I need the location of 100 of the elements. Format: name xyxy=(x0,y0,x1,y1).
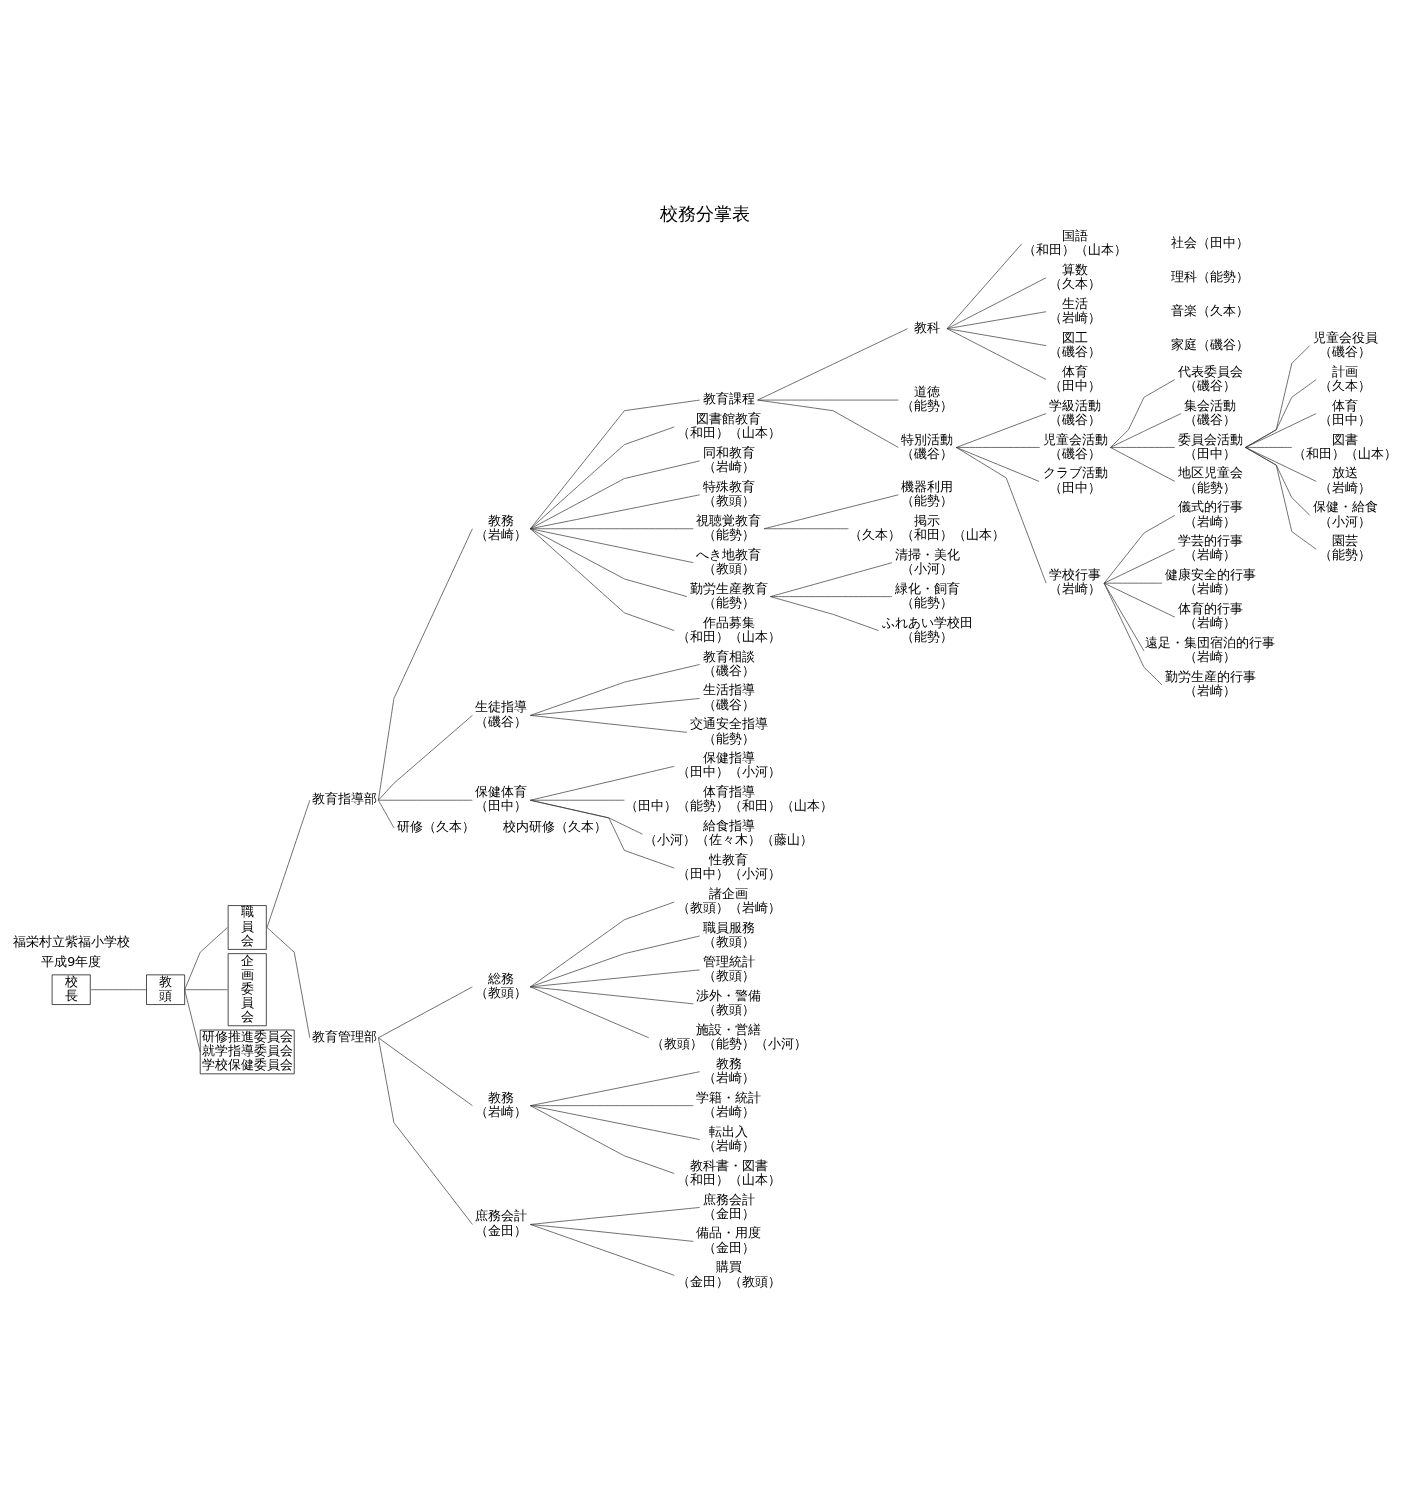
node-text: 教育指導部 xyxy=(311,791,377,807)
node-text: 学籍・統計（岩崎） xyxy=(696,1089,762,1119)
connector xyxy=(757,399,899,401)
connector xyxy=(530,1224,675,1276)
node-text: 図書館教育（和田）（山本） xyxy=(676,410,781,441)
node-text: 掲示（久本）（和田）（山本） xyxy=(849,512,1006,542)
connector xyxy=(770,596,879,631)
node-text: 儀式的行事（岩崎） xyxy=(1177,499,1243,529)
label: 福栄村立紫福小学校 xyxy=(12,934,130,950)
node-text: 庶務会計（金田） xyxy=(475,1208,528,1238)
connector xyxy=(1103,582,1176,618)
node-text: 園芸（能勢） xyxy=(1319,533,1372,563)
node-box: 研修推進委員会 就学指導委員会 学校保健委員会 xyxy=(199,1029,295,1075)
node-text: 道徳（能勢） xyxy=(901,384,954,414)
node-text: 教科書・図書（和田）（山本） xyxy=(676,1157,781,1187)
label: 社会（田中） xyxy=(1171,234,1250,250)
node-text: クラブ活動（田中） xyxy=(1042,465,1108,495)
connector xyxy=(946,328,1047,346)
connector xyxy=(955,447,1041,448)
connector xyxy=(530,1224,694,1242)
node-text: 職員服務（教頭） xyxy=(702,920,755,950)
node-text: 視聴覚教育（能勢） xyxy=(696,512,762,542)
connector xyxy=(266,799,311,928)
node-text: 図書（和田）（山本） xyxy=(1293,431,1398,461)
node-text: へき地教育（教頭） xyxy=(696,546,762,576)
node-text: 交通安全指導（能勢） xyxy=(689,716,768,746)
node-text: 教育課程 xyxy=(702,391,755,407)
connector xyxy=(184,927,228,991)
node-text: 計画（久本） xyxy=(1319,363,1372,393)
node-text: 生活（岩崎） xyxy=(1049,295,1102,325)
connector xyxy=(530,528,694,530)
connector xyxy=(1110,447,1176,482)
node-text: 国語（和田）（山本） xyxy=(1023,227,1128,258)
connector xyxy=(530,1105,675,1174)
connector xyxy=(530,799,675,869)
connector xyxy=(1103,582,1163,584)
node-text: 体育的行事（岩崎） xyxy=(1177,601,1243,631)
node-text: 諸企画（教頭）（岩崎） xyxy=(676,886,781,916)
connector xyxy=(378,1037,473,1225)
connector xyxy=(955,413,1047,448)
connector xyxy=(378,528,473,801)
node-text: 備品・用度（金田） xyxy=(696,1225,762,1255)
node-text: 委員会活動（田中） xyxy=(1177,431,1243,461)
connector xyxy=(530,901,675,988)
connector xyxy=(530,698,701,716)
node-text: 保健体育（田中） xyxy=(475,784,528,814)
label: 音楽（久本） xyxy=(1171,302,1250,318)
node-text: 生活指導（磯谷） xyxy=(702,682,755,712)
connector xyxy=(1245,379,1317,448)
connector xyxy=(1110,413,1182,448)
connector xyxy=(1103,582,1145,652)
connector xyxy=(1103,514,1176,584)
connector xyxy=(530,1071,701,1106)
connector xyxy=(530,494,701,530)
connector xyxy=(530,1105,701,1140)
connector xyxy=(530,528,688,597)
node-text: 総務（教頭） xyxy=(475,970,528,1001)
connector xyxy=(946,328,1047,380)
node-box: 企画委員会 xyxy=(227,953,267,1027)
connector xyxy=(763,494,899,530)
connector xyxy=(1245,345,1311,448)
connector xyxy=(530,399,701,530)
connector xyxy=(530,528,694,564)
connector xyxy=(378,715,473,801)
connector xyxy=(1245,447,1317,550)
node-text: 転出入（岩崎） xyxy=(702,1123,755,1153)
connector xyxy=(1245,447,1311,516)
connector xyxy=(757,399,899,448)
label: 家庭（磯谷） xyxy=(1171,336,1250,352)
connector xyxy=(955,447,1047,584)
connector xyxy=(1110,447,1176,448)
node-label: 校内研修（久本） xyxy=(503,818,608,834)
node-text: 遠足・集団宿泊的行事（岩崎） xyxy=(1145,635,1276,665)
connector xyxy=(378,799,473,801)
connector xyxy=(530,460,701,530)
node-text: 体育（田中） xyxy=(1049,363,1102,393)
connector xyxy=(266,927,311,1039)
node-text: 児童会役員（磯谷） xyxy=(1312,329,1378,359)
node-text: 研修（久本） xyxy=(396,818,475,834)
connector xyxy=(530,1207,701,1225)
connector xyxy=(770,562,893,597)
connector xyxy=(955,447,1040,482)
node-text: 作品募集（和田）（山本） xyxy=(676,614,781,644)
node-text: 地区児童会（能勢） xyxy=(1177,465,1243,495)
node-text: 放送（岩崎） xyxy=(1319,465,1372,495)
connector xyxy=(378,799,395,829)
node-text: 性教育（田中）（小河） xyxy=(676,852,781,882)
connector xyxy=(1245,447,1293,448)
node-text: 児童会活動（磯谷） xyxy=(1042,431,1108,461)
node-text: 特別活動（磯谷） xyxy=(901,431,954,461)
node-text: 体育（田中） xyxy=(1319,397,1372,427)
connector xyxy=(530,765,675,801)
connector xyxy=(530,715,688,733)
connector xyxy=(1103,548,1176,584)
connector xyxy=(184,989,228,991)
node-text: 保健指導（田中）（小河） xyxy=(676,750,781,780)
connector xyxy=(1245,413,1317,448)
node-box: 校長 xyxy=(51,974,91,1005)
node-text: 集会活動（磯谷） xyxy=(1184,397,1237,427)
connector xyxy=(378,1037,473,1106)
